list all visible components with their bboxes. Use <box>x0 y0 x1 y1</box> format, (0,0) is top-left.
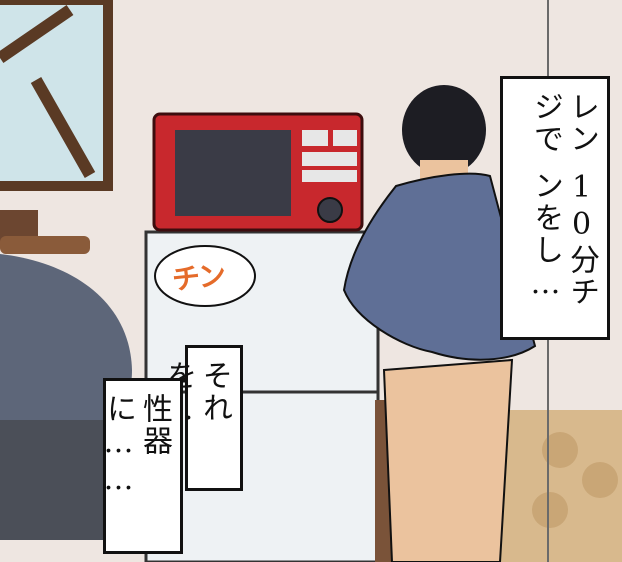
sfx-bubble <box>154 245 256 307</box>
caption-middle: それを… <box>161 345 243 491</box>
pot-lid <box>0 236 90 254</box>
caption-right: レンジで 10分チンをし… <box>500 76 610 340</box>
caption-middle-col1: それを… <box>161 360 232 429</box>
hair <box>402 85 486 175</box>
stove-base <box>0 420 120 540</box>
caption-left-col1: 性器に…… <box>101 393 172 499</box>
jacket <box>342 172 537 361</box>
caption-right-col1: レンジで <box>528 91 599 155</box>
sfx-text: チン <box>170 258 226 297</box>
window-frame <box>0 0 113 191</box>
caption-right-col2: 10分チンをし… <box>528 170 599 309</box>
water-jar <box>0 254 132 458</box>
legs <box>382 358 514 562</box>
caption-left: 性器に…… <box>101 378 183 554</box>
microwave-window <box>175 130 291 216</box>
window <box>0 0 108 186</box>
